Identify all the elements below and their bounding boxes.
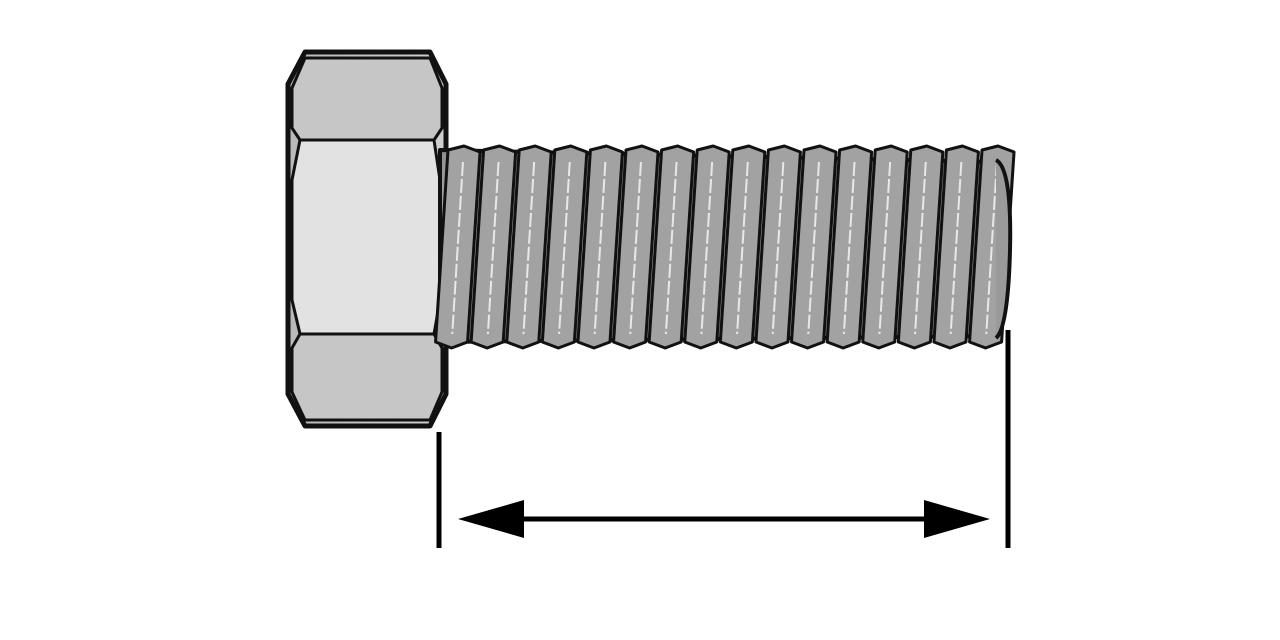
thread-highlight: [558, 161, 571, 335]
thread-highlight: [486, 161, 500, 335]
thread-highlight: [593, 161, 607, 335]
length-dimension: [436, 330, 1011, 548]
thread-highlight: [522, 161, 536, 335]
thread-highlight: [451, 161, 464, 335]
bolt-tip: [994, 158, 1013, 340]
thread-highlight: [807, 161, 820, 335]
head-top-facet: [290, 56, 444, 142]
thread-highlight: [736, 161, 749, 335]
thread-highlight: [842, 161, 856, 335]
thread-highlight: [878, 161, 892, 335]
right-arrowhead: [924, 500, 990, 538]
thread-highlight: [771, 161, 785, 335]
head-bottom-facet: [290, 332, 444, 422]
threaded-shank: [434, 144, 1016, 350]
thread-highlight: [985, 161, 998, 335]
thread-highlight: [949, 161, 963, 335]
thread-group: [434, 144, 1016, 350]
thread-highlight: [664, 161, 678, 335]
thread-highlight: [629, 161, 642, 335]
thread-highlight: [700, 161, 714, 335]
thread-highlight: [914, 161, 927, 335]
bolt-head: [285, 49, 449, 429]
left-arrowhead: [458, 500, 524, 538]
head-center-facet: [290, 138, 442, 336]
